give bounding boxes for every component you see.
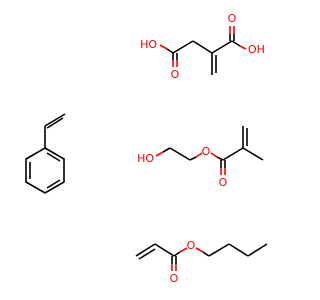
bond [179, 247, 188, 253]
hema-structure: HO O O [137, 126, 264, 189]
bond [155, 151, 164, 157]
bond [189, 156, 197, 161]
bond [195, 152, 203, 158]
bond [239, 45, 247, 50]
bond [46, 117, 64, 129]
bond [242, 147, 264, 161]
bond [154, 243, 175, 257]
bond [173, 251, 181, 257]
atom-label-o: O [219, 176, 228, 189]
bond [208, 243, 230, 257]
bond [231, 40, 241, 47]
bond [138, 248, 156, 260]
bond [202, 251, 210, 257]
bond [172, 40, 194, 54]
bond [247, 243, 268, 257]
bond [216, 156, 224, 161]
bond [44, 113, 66, 127]
structure-drawing: HO O O OH [25, 12, 268, 285]
bond [46, 152, 61, 162]
atom-label-o: O [202, 145, 211, 158]
bond [135, 243, 156, 257]
bond [166, 48, 174, 54]
atom-label-o: O [228, 12, 237, 25]
itaconic-acid-structure: HO O O OH [140, 12, 265, 81]
butyl-acrylate-structure: O O [135, 239, 268, 285]
atom-label-oh: OH [248, 43, 265, 56]
bond [192, 40, 213, 54]
bond [169, 147, 191, 161]
benzene-ring [25, 147, 65, 194]
atom-label-o: O [187, 239, 196, 252]
atom-label-o: O [170, 272, 179, 285]
atom-label-ho: HO [137, 152, 154, 165]
bond [159, 44, 168, 50]
bond [195, 247, 204, 253]
atom-label-ho: HO [140, 38, 157, 51]
bond [162, 147, 171, 153]
bond [228, 243, 249, 257]
atom-label-o: O [171, 68, 180, 81]
styrene-structure [25, 113, 66, 194]
bond [210, 152, 218, 158]
molecule-canvas: HO O O OH [25, 12, 268, 285]
bond [222, 147, 244, 161]
bond [46, 179, 61, 189]
bond [211, 40, 233, 54]
